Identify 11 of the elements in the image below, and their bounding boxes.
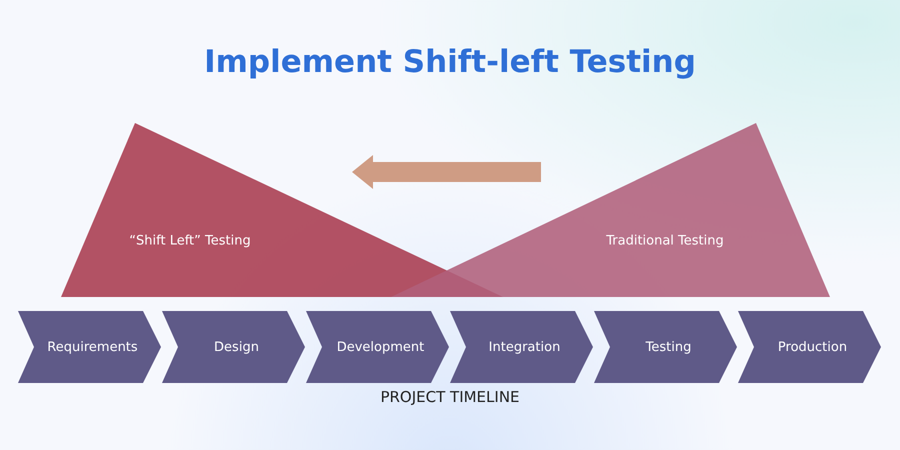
triangle-label: “Shift Left” Testing	[129, 234, 251, 248]
process-step: Integration	[450, 311, 593, 383]
process-step: Requirements	[18, 311, 161, 383]
process-step: Development	[306, 311, 449, 383]
process-step: Design	[162, 311, 305, 383]
triangle-shape	[391, 123, 830, 297]
process-step: Testing	[594, 311, 737, 383]
title: Implement Shift-left Testing	[203, 44, 697, 80]
triangle-label: Traditional Testing	[606, 234, 724, 248]
process-step: Production	[738, 311, 881, 383]
axis-caption: PROJECT TIMELINE	[379, 388, 521, 406]
